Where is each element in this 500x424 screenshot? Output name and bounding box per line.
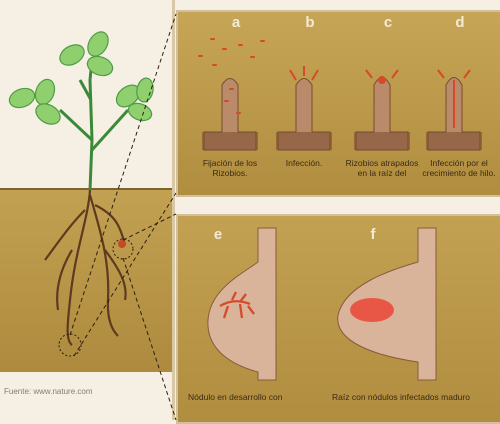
stage-f-illustration	[337, 227, 437, 381]
root-nodule	[118, 240, 126, 248]
zoom-circle-nodule	[112, 238, 134, 260]
stage-b-illustration	[276, 66, 332, 151]
stage-c-label: c	[383, 14, 393, 31]
stage-e-illustration	[207, 227, 277, 381]
stage-e-label: e	[213, 226, 223, 243]
stage-b-label: b	[305, 14, 315, 31]
plant-shoot	[58, 59, 130, 191]
stage-a-caption: Fijación de los Rizobios.	[202, 158, 258, 178]
zoom-connectors	[69, 13, 177, 420]
stage-f-caption: Raíz con nódulos infectados maduro	[332, 392, 470, 402]
stage-d-caption: Infección por el crecimiento de hilo.	[422, 158, 496, 178]
source-credit: Fuente: www.nature.com	[4, 387, 93, 396]
stage-e-caption: Nódulo en desarrollo con	[188, 392, 283, 402]
stage-d-label: d	[455, 14, 465, 31]
plant-roots	[44, 189, 127, 346]
stage-b-caption: Infección.	[285, 158, 323, 168]
stage-c-illustration	[354, 69, 410, 151]
zoom-circle-root-hair	[58, 333, 82, 357]
stage-d-illustration	[426, 69, 482, 151]
stage-a-label: a	[231, 14, 241, 31]
stage-f-label: f	[370, 226, 376, 243]
stage-c-caption: Rizobios atrapados en la raíz del	[345, 158, 419, 178]
plant-leaves	[8, 31, 154, 125]
stage-a-illustration	[198, 38, 265, 151]
